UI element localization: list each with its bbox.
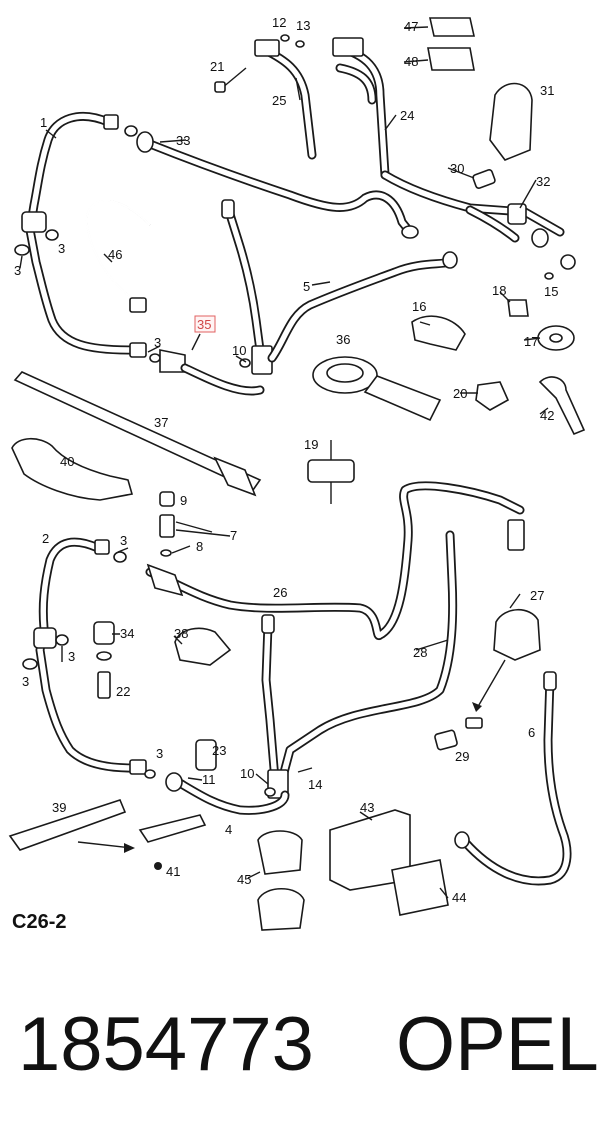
callout-4: 4 [225, 822, 232, 837]
callout-25: 25 [272, 93, 286, 108]
callout-23: 23 [212, 743, 226, 758]
highlight-box-35 [194, 315, 216, 333]
section-code: C26-2 [12, 911, 66, 933]
callout-17: 17 [524, 334, 538, 349]
callout-42: 42 [540, 408, 554, 423]
callout-27: 27 [530, 588, 544, 603]
callout-2: 2 [42, 531, 49, 546]
callout-26: 26 [273, 585, 287, 600]
callout-43: 43 [360, 800, 374, 815]
callout-3: 3 [156, 746, 163, 761]
callout-10: 10 [232, 343, 246, 358]
callout-8: 8 [196, 539, 203, 554]
callout-14: 14 [308, 777, 322, 792]
callout-46: 46 [108, 247, 122, 262]
callout-19: 19 [304, 437, 318, 452]
callout-28: 28 [413, 645, 427, 660]
callout-35: 35 [197, 317, 211, 332]
callout-34: 34 [120, 626, 134, 641]
callout-47: 47 [404, 19, 418, 34]
callout-3: 3 [68, 649, 75, 664]
callout-11: 11 [202, 772, 216, 787]
lower-hose-assembly [8, 481, 572, 931]
callout-32: 32 [536, 174, 550, 189]
callout-9: 9 [180, 493, 187, 508]
callout-3: 3 [120, 533, 127, 548]
part-number: 1854773 [18, 1002, 314, 1087]
callout-7: 7 [230, 528, 237, 543]
callout-1: 1 [40, 115, 47, 130]
callout-45: 45 [237, 872, 251, 887]
callout-29: 29 [455, 749, 469, 764]
callout-5: 5 [303, 279, 310, 294]
callout-22: 22 [116, 684, 130, 699]
callout-3: 3 [154, 335, 161, 350]
callout-10: 10 [240, 766, 254, 781]
callout-13: 13 [296, 18, 310, 33]
callout-39: 39 [52, 800, 66, 815]
callout-12: 12 [272, 15, 286, 30]
brand-name: OPEL [396, 1002, 599, 1087]
callout-37: 37 [154, 415, 168, 430]
callout-40: 40 [60, 454, 74, 469]
callout-16: 16 [412, 299, 426, 314]
callout-44: 44 [452, 890, 466, 905]
callout-24: 24 [400, 108, 414, 123]
callout-3: 3 [58, 241, 65, 256]
callout-15: 15 [544, 284, 558, 299]
callout-31: 31 [540, 83, 554, 98]
callout-21: 21 [210, 59, 224, 74]
callout-38: 38 [174, 626, 188, 641]
callout-3: 3 [14, 263, 21, 278]
callout-3: 3 [22, 674, 29, 689]
callout-labels: 1 2 3 3 3 3 3 3 3 4 5 6 7 8 9 10 10 11 1… [14, 15, 558, 905]
callout-36: 36 [336, 332, 350, 347]
callout-41: 41 [166, 864, 180, 879]
callout-6: 6 [528, 725, 535, 740]
upper-hose-assembly [11, 17, 586, 557]
